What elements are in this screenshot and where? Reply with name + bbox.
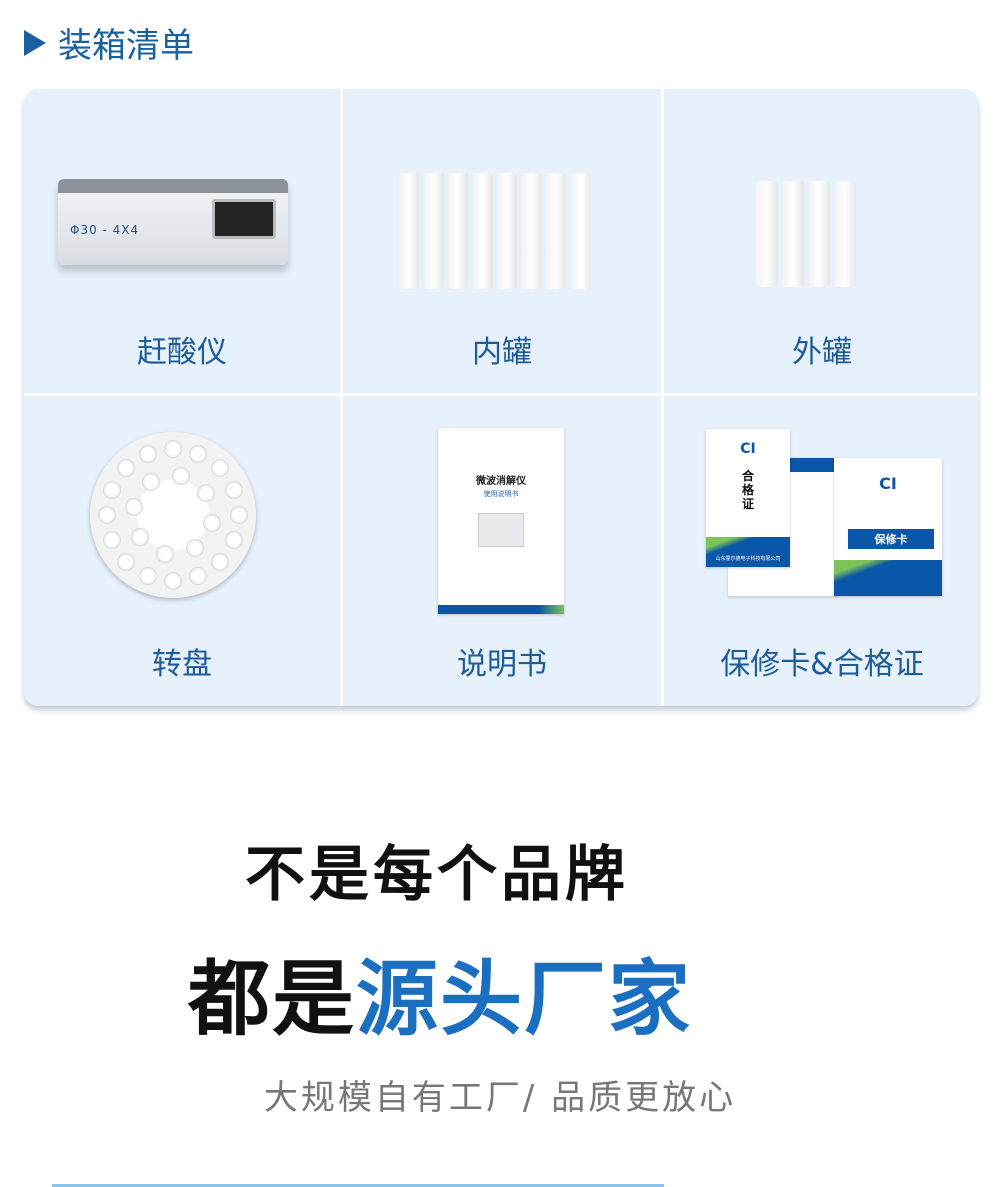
turntable-slot [138,566,157,585]
turntable-image [90,432,256,598]
outer-vessel-tube [756,181,778,287]
divider [52,1184,664,1187]
item-acid-evaporator: Φ30 - 4X4 赶酸仪 [24,89,340,393]
turntable-slot [210,552,229,571]
turntable-slot [186,539,205,558]
inner-vessel-tube [570,173,591,289]
inner-vessel-tube [497,173,517,289]
item-outer-vessel: 外罐 [664,89,978,393]
packing-list-grid: Φ30 - 4X4 赶酸仪 内罐 外罐 转盘 微波消解仪 使用说明书 说明书 C… [24,89,978,706]
manual-image: 微波消解仪 使用说明书 [438,428,564,614]
item-inner-vessel: 内罐 [343,89,661,393]
inner-vessel-tube [423,173,444,289]
outer-vessel-tube [808,181,830,287]
turntable-slot [124,498,143,517]
outer-vessels-image [756,181,866,287]
item-turntable: 转盘 [24,396,340,706]
item-label: 说明书 [457,647,547,682]
item-label: 赶酸仪 [137,335,227,370]
triangle-right-icon [24,29,46,56]
turntable-slot [164,572,182,590]
turntable-slot [130,528,149,547]
inner-vessel-tube [399,173,419,289]
tagline: 大规模自有工厂/ 品质更放心 [263,1078,737,1118]
acid-evaporator-image: Φ30 - 4X4 [58,179,288,265]
item-manual: 微波消解仪 使用说明书 说明书 [343,396,661,706]
inner-vessel-tube [472,173,493,289]
turntable-slot [98,506,116,524]
turntable-slot [224,480,243,499]
turntable-slot [117,459,136,478]
turntable-slot [103,531,122,550]
turntable-slot [103,480,122,499]
section-title: 装箱清单 [58,26,194,66]
turntable-slot [210,459,229,478]
item-label: 转盘 [152,647,212,682]
turntable-slot [156,545,175,564]
inner-vessels-image [399,173,599,289]
slogan-line1: 不是每个品牌 [245,840,629,910]
outer-vessel-tube [834,181,856,287]
item-label: 外罐 [792,335,852,370]
inner-vessel-tube [448,173,468,289]
inner-vessel-tube [546,173,566,289]
turntable-slot [203,513,222,532]
turntable-slot [230,506,248,524]
turntable-slot [138,445,157,464]
certificate-image: CI 合格证 山东霍尔德电子科技有限公司 [706,429,790,567]
item-label: 保修卡&合格证 [720,647,924,682]
turntable-slot [141,472,160,491]
turntable-slot [224,531,243,550]
item-warranty-cert: CI 保修卡 CI 合格证 山东霍尔德电子科技有限公司 保修卡&合格证 [664,396,978,706]
slogan-line2: 都是源头厂家 [188,952,693,1047]
section-header: 装箱清单 [24,18,194,67]
inner-vessel-tube [521,173,542,289]
turntable-slot [171,466,190,485]
warranty-card-image: CI 保修卡 [834,458,942,596]
turntable-slot [189,445,208,464]
outer-vessel-tube [782,181,804,287]
turntable-slot [164,440,182,458]
turntable-slot [197,483,216,502]
turntable-slot [117,552,136,571]
item-label: 内罐 [472,335,532,370]
turntable-slot [189,566,208,585]
